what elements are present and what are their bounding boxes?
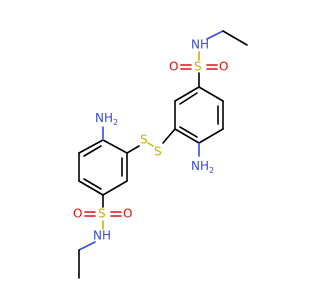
sulfonamide-nh-top: NH [191,38,209,52]
oxygen-top-right: O [219,60,228,74]
double-bond [83,145,102,157]
bond-n-c [78,241,96,251]
sulfonamide-nh-bottom: NH [93,229,111,243]
bond [78,180,104,196]
oxygen-top-left: O [169,60,178,74]
bond-c-s [162,128,176,144]
double-bond [179,92,198,105]
structure-diagram: S S NH2 NH2 S O O NH S O O NH [73,30,248,279]
bond [102,139,128,154]
bond-c-c [222,30,248,46]
bond [78,139,104,154]
bond-c-s [126,145,140,154]
disulfide-s-left: S [140,133,148,147]
right-benzene-ring [174,86,224,144]
sulfonyl-s-top: S [194,60,202,74]
molecule-canvas: S S NH2 NH2 S O O NH S O O NH [73,30,248,279]
sulfonyl-s-bottom: S [98,207,106,221]
double-bond [83,178,102,190]
bond-s-s [147,142,154,147]
bond [198,128,224,144]
bond-n-c [206,30,224,40]
left-benzene-ring [78,139,128,196]
oxygen-bottom-left: O [73,207,82,221]
amine-nh2-top: NH2 [95,111,118,127]
bond [198,86,224,102]
double-bond [179,126,198,138]
oxygen-bottom-right: O [123,207,132,221]
bond [102,180,128,196]
bond [174,128,200,144]
disulfide-s-right: S [154,145,162,159]
bond [174,86,200,102]
amine-nh2-bottom: NH2 [191,159,214,175]
